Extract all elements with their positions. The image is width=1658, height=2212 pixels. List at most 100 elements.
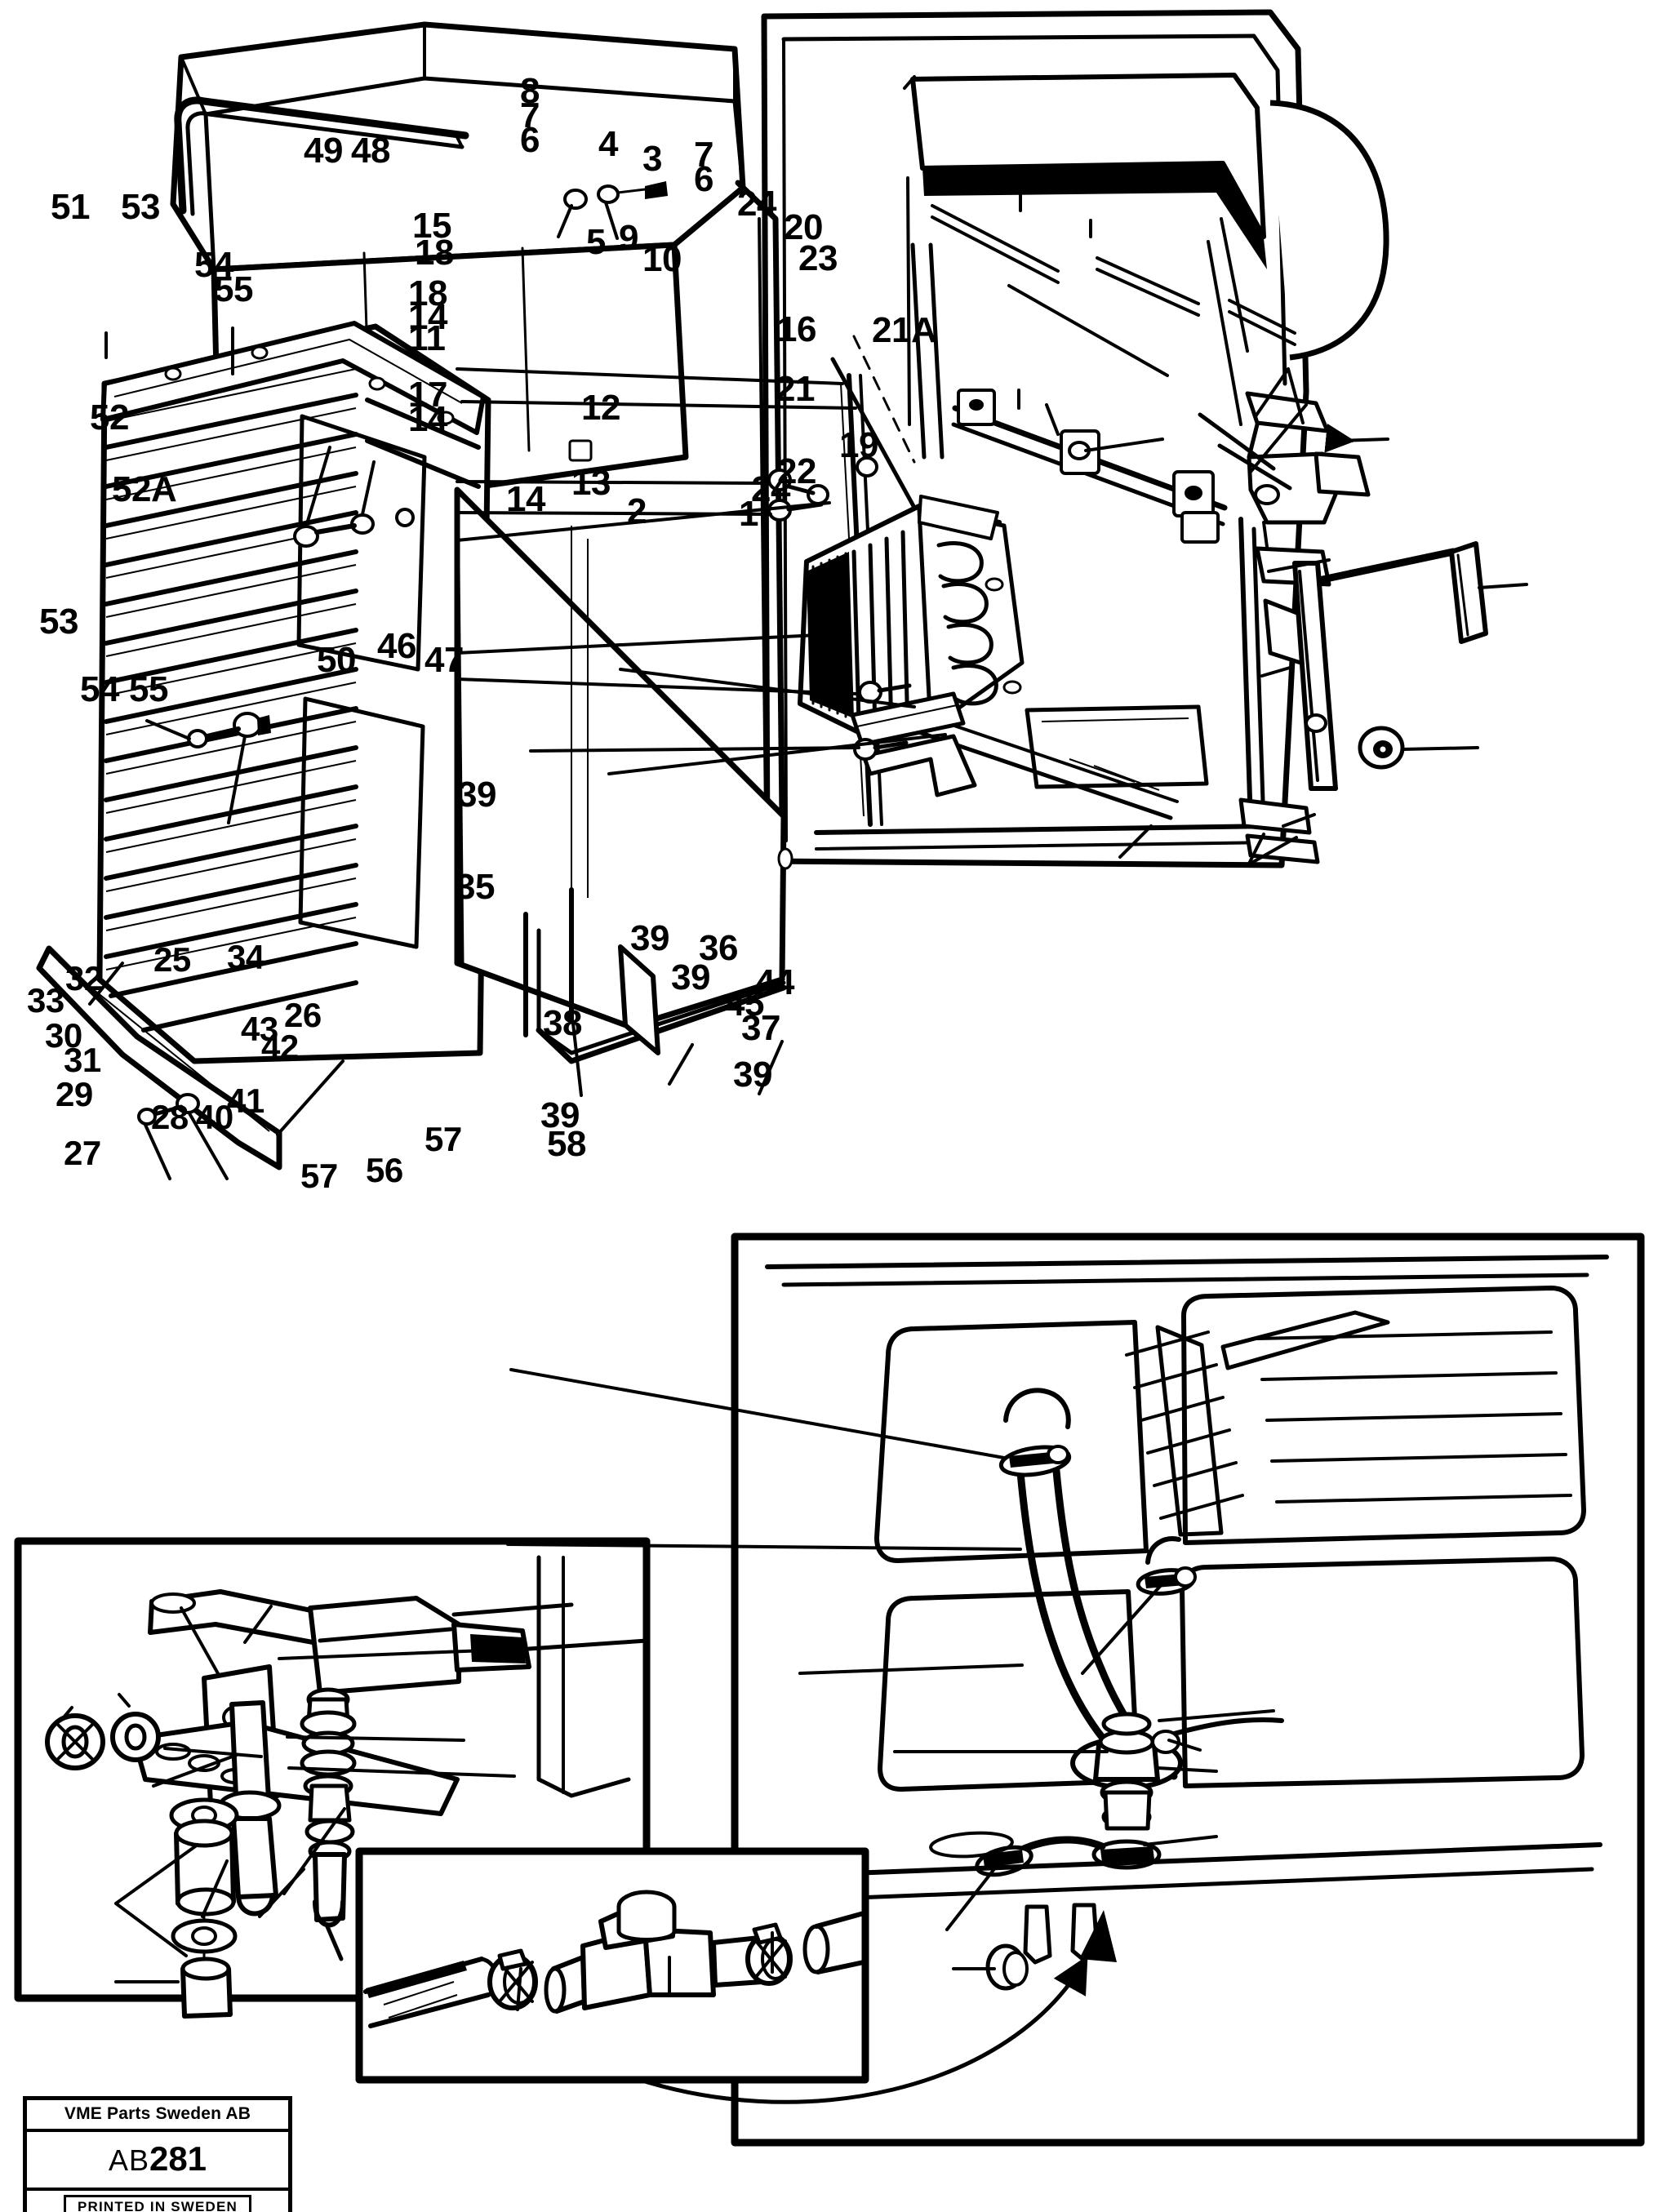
callout-41: 41 — [227, 1082, 264, 1120]
callout-19: 19 — [839, 425, 878, 465]
title-block-code-prefix: AB — [108, 2143, 149, 2177]
callout-44: 44 — [755, 962, 794, 1002]
callout-39-lower-right: 39 — [733, 1055, 772, 1095]
callout-39-mid: 39 — [630, 918, 669, 958]
title-block-company: VME Parts Sweden AB — [27, 2100, 288, 2132]
callout-7-left: 7 — [520, 95, 540, 135]
callout-6-left: 6 — [520, 120, 540, 160]
title-block-footer: PRINTED IN SWEDEN — [63, 2195, 252, 2212]
callout-53-bottom: 53 — [39, 602, 78, 642]
callout-28: 28 — [151, 1098, 189, 1136]
bracket-13 — [850, 691, 977, 797]
callout-14-bracket: 14 — [506, 479, 545, 519]
callout-3: 3 — [642, 139, 662, 179]
callout-55-bottom: 55 — [129, 669, 168, 709]
leader-lines — [88, 75, 1528, 1180]
callout-38: 38 — [543, 1003, 582, 1043]
callout-40: 40 — [196, 1098, 233, 1136]
callout-31: 31 — [64, 1041, 101, 1079]
base-frame — [454, 486, 793, 1064]
callout-13: 13 — [571, 463, 611, 503]
callout-18-lower: 18 — [408, 273, 447, 313]
callout-21A: 21A — [872, 310, 937, 350]
callout-29: 29 — [56, 1075, 93, 1113]
callout-15: 15 — [412, 206, 451, 246]
hood-cowl — [170, 21, 785, 820]
callout-5: 5 — [586, 222, 606, 262]
callout-37: 37 — [741, 1008, 780, 1048]
callout-39-top: 39 — [457, 775, 496, 815]
callout-10: 10 — [642, 239, 682, 279]
callout-27: 27 — [64, 1134, 101, 1172]
callout-2: 2 — [627, 491, 647, 531]
callout-32: 32 — [65, 959, 103, 997]
title-block-footer-row: PRINTED IN SWEDEN — [27, 2188, 288, 2212]
callout-43: 43 — [241, 1010, 278, 1048]
callout-39-fitting: 39 — [671, 957, 710, 997]
callout-22: 22 — [777, 451, 816, 491]
callout-8: 8 — [520, 71, 540, 111]
callout-1: 1 — [739, 494, 758, 534]
callout-39-lower-left: 39 — [540, 1095, 580, 1135]
glass-strips — [910, 204, 1296, 460]
callout-53-top: 53 — [121, 187, 160, 227]
fasteners-49-48 — [563, 181, 668, 210]
fasteners-54-55 — [293, 508, 415, 548]
callout-24-lower: 24 — [751, 469, 790, 509]
callout-34: 34 — [227, 938, 264, 976]
weatherstrip-21A — [1449, 541, 1488, 644]
callout-18-upper: 18 — [415, 233, 454, 273]
callout-52A: 52A — [112, 469, 177, 509]
louvre-grille-panel — [96, 321, 491, 1064]
leader-lines-valve-detail — [516, 1931, 774, 2011]
callout-51: 51 — [51, 187, 90, 227]
hose-inset-panel — [618, 1233, 1645, 2147]
callout-49: 49 — [304, 131, 343, 171]
callout-52: 52 — [90, 398, 129, 438]
fasteners-52 — [187, 712, 271, 748]
callout-23: 23 — [798, 238, 838, 278]
title-block: VME Parts Sweden AB AB281 PRINTED IN SWE… — [23, 2096, 292, 2212]
title-block-code: AB281 — [27, 2132, 288, 2188]
crossbar-5 — [951, 389, 1228, 544]
callout-24-upper: 24 — [737, 184, 776, 224]
callout-58: 58 — [547, 1124, 586, 1164]
callout-55-top: 55 — [214, 269, 253, 309]
callout-54-bottom: 54 — [80, 669, 119, 709]
callout-12: 12 — [581, 388, 620, 428]
callout-47: 47 — [425, 640, 464, 680]
callout-14-coil-upper: 14 — [408, 297, 447, 337]
title-block-code-number: 281 — [149, 2139, 207, 2178]
callout-54-top: 54 — [194, 245, 233, 285]
callout-25: 25 — [153, 940, 191, 979]
callout-26: 26 — [284, 996, 322, 1034]
callout-42: 42 — [261, 1028, 299, 1066]
callout-36: 36 — [699, 928, 738, 968]
callout-48: 48 — [351, 131, 390, 171]
callout-20: 20 — [784, 207, 823, 247]
callout-35: 35 — [456, 867, 495, 907]
callout-57-left: 57 — [300, 1157, 338, 1195]
callout-4: 4 — [598, 124, 618, 164]
callout-16: 16 — [777, 309, 816, 349]
leader-lines-valve — [62, 1605, 527, 1983]
callout-14-coil-lower: 14 — [408, 399, 447, 439]
callout-50: 50 — [317, 640, 356, 680]
callout-11: 11 — [408, 318, 446, 358]
callout-30: 30 — [45, 1016, 82, 1055]
callout-7-right: 7 — [694, 135, 713, 175]
callout-33: 33 — [27, 981, 64, 1019]
callout-56: 56 — [366, 1151, 403, 1189]
callout-45: 45 — [725, 984, 764, 1024]
leader-lines-hose — [506, 1368, 1275, 1970]
callout-6-right: 6 — [694, 159, 713, 199]
lower-strip-53 — [36, 945, 344, 1170]
post-21 — [1238, 517, 1457, 864]
valve-detail-inset — [355, 1847, 869, 2084]
callout-17: 17 — [408, 375, 447, 415]
callout-9: 9 — [619, 218, 638, 258]
callout-21: 21 — [776, 369, 815, 409]
callout-46: 46 — [377, 626, 416, 666]
